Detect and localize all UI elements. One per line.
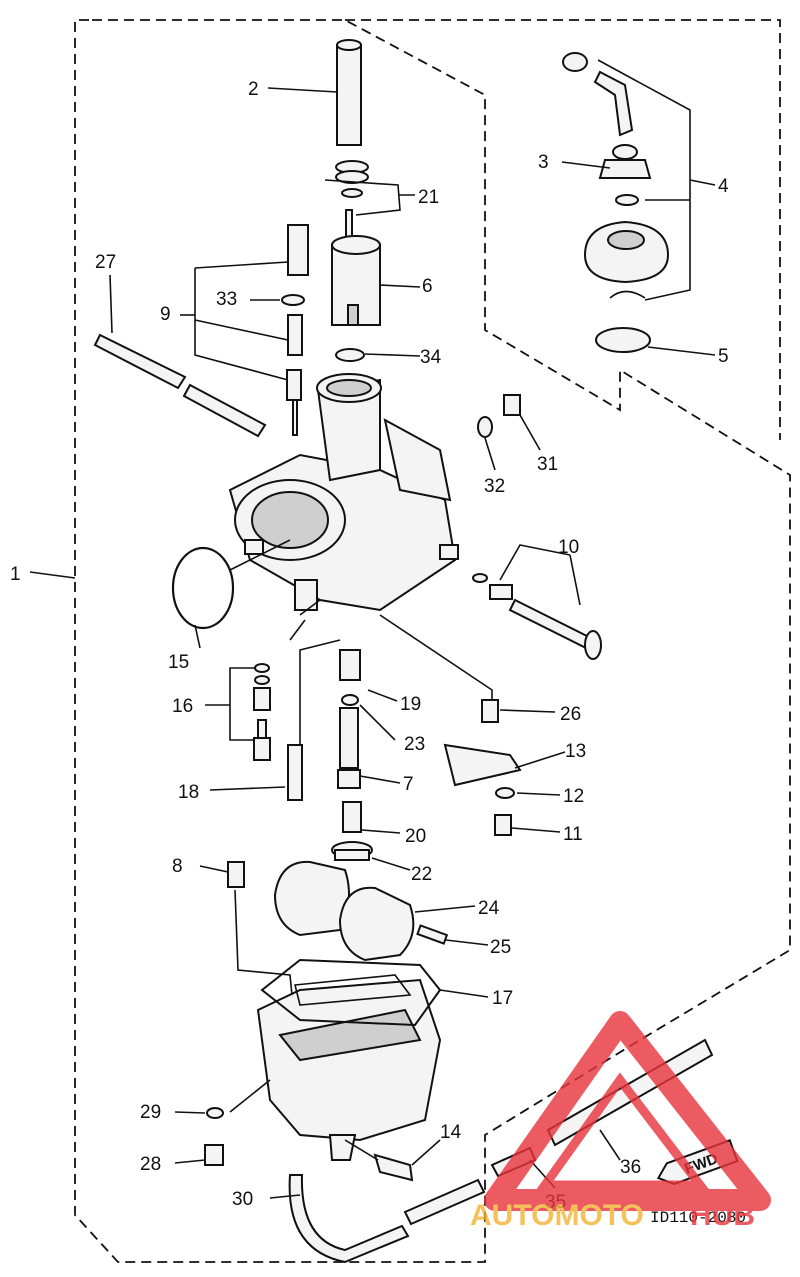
watermark-text-right: HUB: [690, 1199, 755, 1232]
callout-15: 15: [168, 652, 189, 673]
assembly-boundary: [74, 19, 791, 1263]
callout-7: 7: [403, 774, 414, 795]
starter-plunger-assembly: [281, 224, 309, 436]
drain-parts: [443, 699, 522, 836]
callout-26: 26: [560, 704, 581, 725]
o-ring: [171, 546, 235, 630]
callout-16: 16: [172, 696, 193, 717]
watermark-logo: AUTOMOTO HUB: [470, 1011, 771, 1232]
callout-12: 12: [563, 786, 584, 807]
callout-24: 24: [478, 898, 500, 919]
float-bowl: [256, 978, 442, 1161]
callout-5: 5: [718, 346, 729, 367]
leader-lines: [29, 59, 716, 1199]
drain-screw: [373, 1153, 414, 1182]
drain-hose-end: [403, 1178, 486, 1226]
vent-tube: [93, 333, 187, 390]
washer: [477, 416, 493, 438]
vent-tube-segment: [182, 383, 267, 438]
throttle-cable-tube: [336, 39, 362, 146]
callout-34: 34: [420, 347, 442, 368]
callout-20: 20: [405, 826, 426, 847]
figure-code: ID110-2080: [650, 1209, 746, 1227]
watermark-triangle: [484, 1011, 771, 1211]
pilot-jet-assembly: [253, 663, 271, 761]
callout-29: 29: [140, 1102, 161, 1123]
callout-13: 13: [565, 741, 586, 762]
callout-4: 4: [718, 176, 729, 197]
needle-clip-spring: [335, 160, 369, 251]
callout-36: 36: [620, 1157, 641, 1178]
drain-washer: [206, 1107, 224, 1119]
callout-17: 17: [492, 988, 513, 1009]
gasket-inner-outline: [293, 974, 412, 1006]
callout-18: 18: [178, 782, 199, 803]
callout-9: 9: [160, 304, 171, 325]
needle-valve-assembly: [331, 801, 373, 861]
callout-11: 11: [563, 824, 583, 845]
drain-plug: [204, 1144, 224, 1166]
callout-32: 32: [484, 476, 505, 497]
carburetor-body: [228, 373, 459, 612]
watermark-text-left: AUTOMOTO: [470, 1199, 644, 1232]
plunger-washer: [335, 348, 365, 362]
callout-23: 23: [404, 734, 425, 755]
callout-21: 21: [418, 187, 439, 208]
callout-14: 14: [440, 1122, 462, 1143]
bowl-screw: [227, 861, 245, 888]
callout-30: 30: [232, 1189, 253, 1210]
callout-19: 19: [400, 694, 421, 715]
callout-31: 31: [537, 454, 558, 475]
float-pin: [416, 924, 449, 945]
callout-6: 6: [422, 276, 433, 297]
throttle-valve: [331, 235, 381, 326]
main-jet-assembly: [337, 649, 361, 789]
callout-28: 28: [140, 1154, 161, 1175]
callout-27: 27: [95, 252, 116, 273]
callout-22: 22: [411, 864, 432, 885]
callout-33: 33: [216, 289, 237, 310]
screw: [503, 394, 521, 416]
callout-10: 10: [558, 537, 579, 558]
callout-2: 2: [248, 79, 259, 100]
drain-hose: [288, 1174, 410, 1264]
float: [273, 860, 415, 962]
callout-25: 25: [490, 937, 511, 958]
callout-1: 1: [10, 564, 21, 585]
air-screw-assembly: [472, 573, 602, 660]
cable-adjuster-assembly: [562, 52, 670, 353]
pilot-jet: [287, 744, 303, 801]
callout-8: 8: [172, 856, 183, 877]
callout-3: 3: [538, 152, 549, 173]
